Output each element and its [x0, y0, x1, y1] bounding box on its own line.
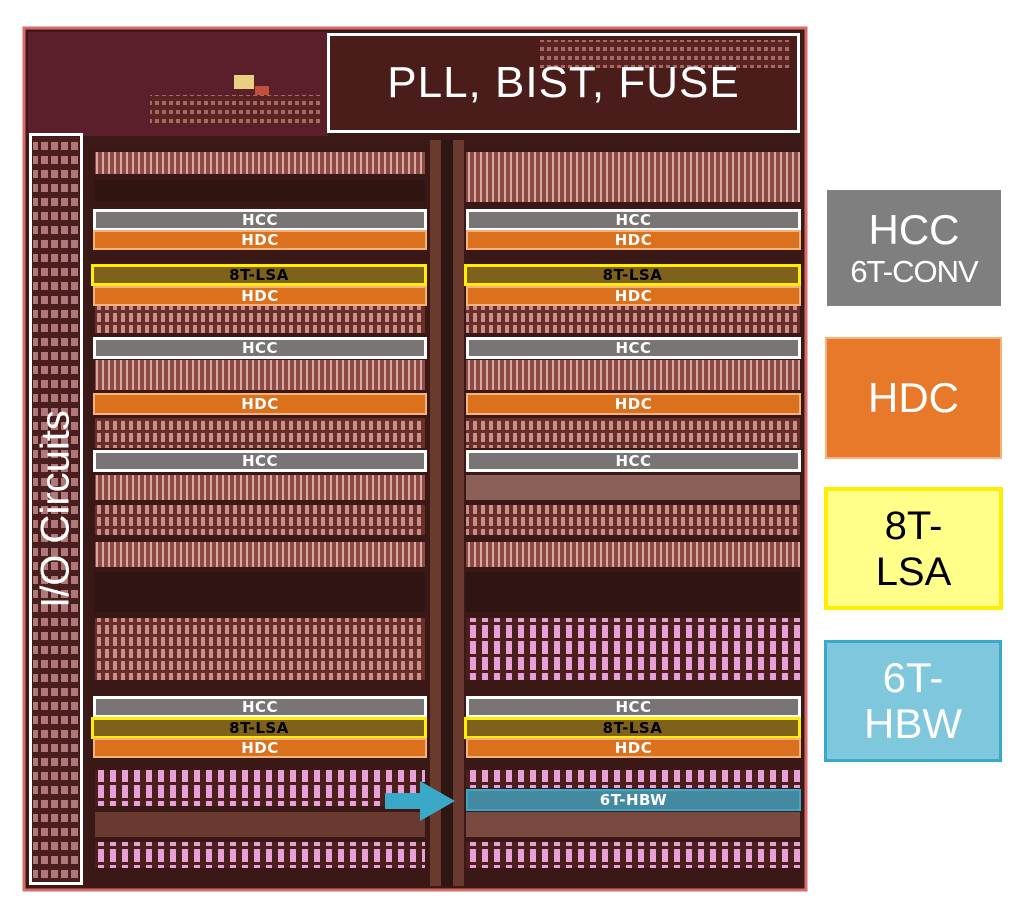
- legend-hdc: HDC: [825, 337, 1002, 459]
- pointer-arrow: [385, 781, 455, 821]
- hdc-block: HDC: [466, 393, 801, 415]
- hdc-block: HDC: [93, 738, 427, 758]
- legend-hcc-line2: 6T-CONV: [850, 254, 978, 289]
- pll-bist-fuse-label: PLL, BIST, FUSE: [327, 33, 800, 133]
- io-circuits-box: [29, 133, 83, 885]
- legend-hcc-line1: HCC: [868, 206, 960, 253]
- legend-hdc-line1: HDC: [868, 374, 959, 421]
- hcc-block: HCC: [93, 696, 427, 718]
- legend-hcc: HCC 6T-CONV: [827, 190, 1001, 306]
- hdc-block: HDC: [466, 738, 801, 758]
- lsa-block: 8T-LSA: [91, 264, 427, 286]
- io-circuits-label: I/O Circuits: [33, 410, 78, 608]
- hbw-block: 6T-HBW: [466, 789, 801, 811]
- hcc-block: HCC: [466, 696, 801, 718]
- hcc-block: HCC: [93, 450, 427, 472]
- hcc-block: HCC: [93, 337, 427, 359]
- hdc-block: HDC: [466, 286, 801, 306]
- lsa-block: 8T-LSA: [464, 264, 801, 286]
- hdc-block: HDC: [466, 230, 801, 250]
- lsa-block: 8T-LSA: [464, 717, 801, 739]
- legend-lsa: 8T- LSA: [824, 487, 1003, 610]
- hdc-block: HDC: [93, 393, 427, 415]
- hcc-block: HCC: [93, 209, 427, 231]
- hcc-block: HCC: [466, 450, 801, 472]
- legend-hbw: 6T- HBW: [824, 640, 1002, 762]
- hdc-block: HDC: [93, 286, 427, 306]
- legend-hbw-line1: 6T-: [882, 654, 944, 701]
- lsa-block: 8T-LSA: [91, 717, 427, 739]
- hdc-block: HDC: [93, 230, 427, 250]
- legend-hbw-line2: HBW: [864, 700, 962, 747]
- hcc-block: HCC: [466, 337, 801, 359]
- legend-lsa-line1: 8T-: [884, 503, 943, 548]
- hcc-block: HCC: [466, 209, 801, 231]
- legend-lsa-line2: LSA: [875, 549, 952, 594]
